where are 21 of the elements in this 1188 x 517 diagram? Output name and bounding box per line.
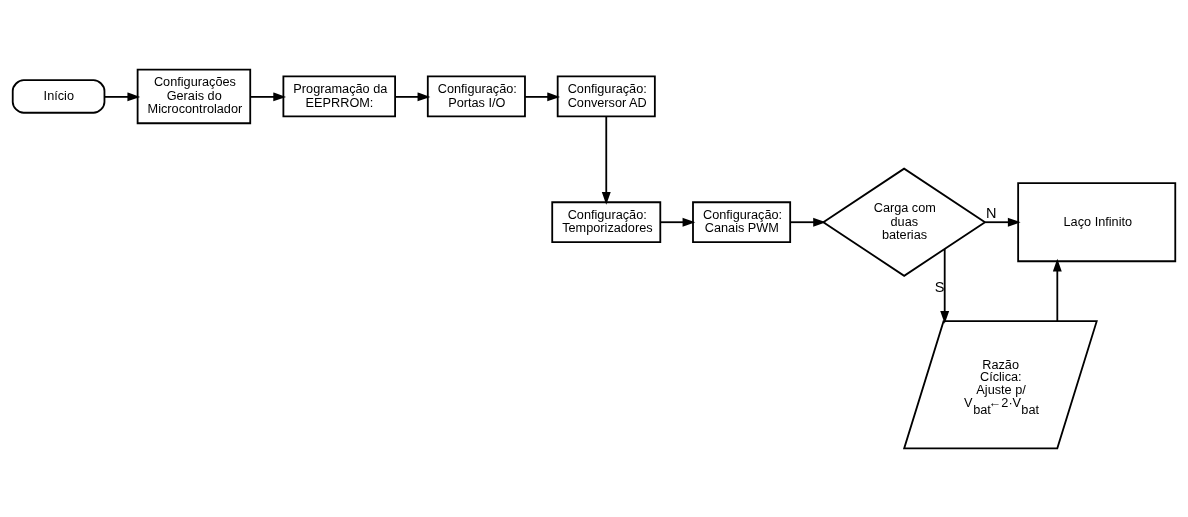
arrow	[984, 217, 1021, 227]
arrow	[940, 247, 950, 324]
node-diamond: Carga com duas baterias	[821, 167, 987, 277]
arrow	[394, 91, 431, 101]
node-box: Início	[11, 78, 106, 114]
edge-label: S	[934, 278, 945, 295]
node-box: Configuração: Portas I/O	[426, 75, 526, 117]
edge-label: N	[986, 203, 997, 220]
arrow	[249, 91, 287, 101]
node-box: Programação da EEPRROM:	[282, 75, 396, 117]
arrow	[103, 91, 141, 101]
node-box: Configuração: Canais PWM	[692, 200, 792, 243]
node-box: Configuração: Conversor AD	[556, 75, 656, 117]
node-box: Laço Infinito	[1017, 181, 1177, 262]
arrow	[659, 217, 696, 227]
arrow	[789, 217, 826, 227]
arrow	[601, 115, 611, 205]
arrow	[1052, 258, 1062, 322]
node-box: Configuração: Temporizadores	[551, 200, 662, 243]
node-box: Configurações Gerais do Microcontrolador	[136, 68, 252, 124]
arrow	[524, 91, 560, 101]
